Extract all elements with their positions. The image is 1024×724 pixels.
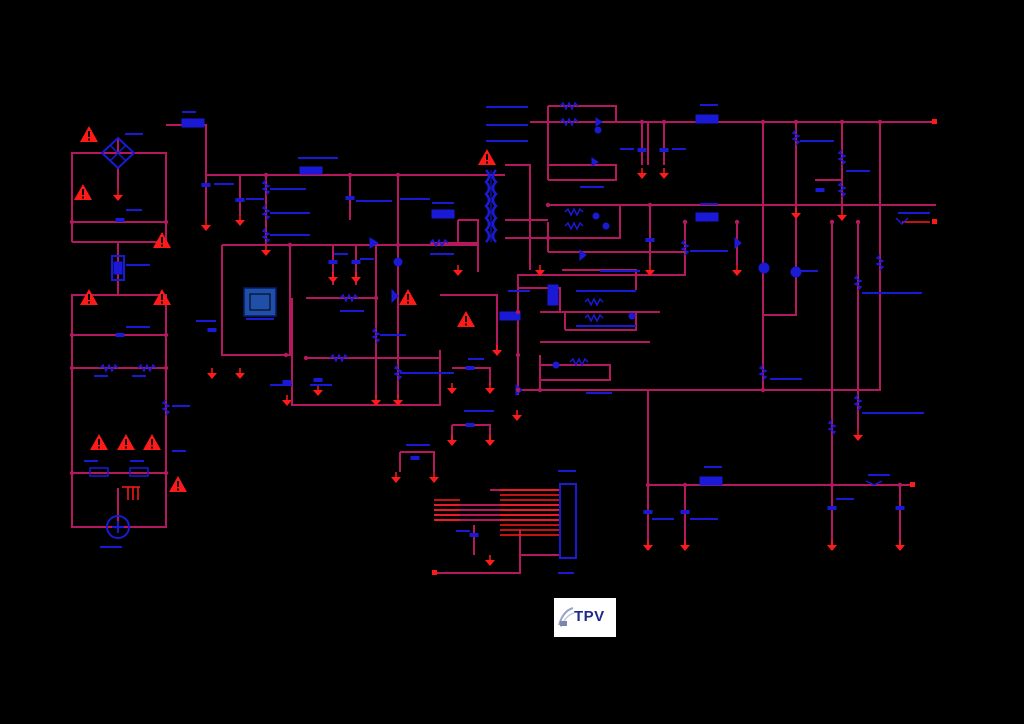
tpv-logo: TPV [554, 598, 616, 637]
part-label-marks [84, 104, 930, 574]
tpv-swoosh-icon [558, 607, 575, 628]
components [89, 101, 905, 559]
warning-triangle-icons [74, 126, 496, 492]
wires [71, 105, 936, 574]
output-terminals [432, 119, 937, 575]
signal-lines [122, 121, 936, 536]
junction-dots [69, 119, 903, 488]
ground-symbols [112, 167, 906, 567]
logo-text: TPV [574, 608, 605, 625]
